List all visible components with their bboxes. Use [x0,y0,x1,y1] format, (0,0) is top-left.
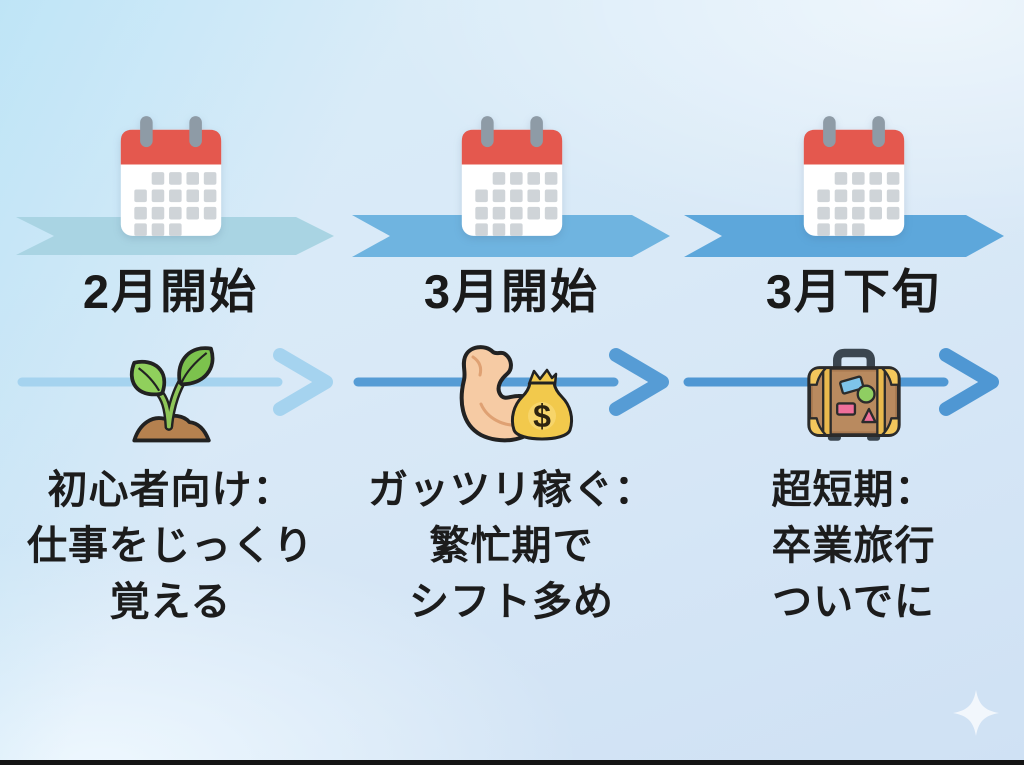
calendar-icon [798,114,910,240]
calendar-icon [456,114,568,240]
suitcase-icon [798,342,910,448]
banner-arrow-shape [684,215,1004,257]
description-2-line-1: ガッツリ稼ぐ： [368,468,655,512]
timeline-band-2 [352,215,670,257]
money-bag-icon: $ [510,368,573,441]
description-3: 超短期： 卒業旅行 ついでに [683,462,1024,630]
period-label-3: 3月下旬 [765,265,942,318]
timeline-column-3: 3月下旬 超短期： 卒業旅行 ついで [683,0,1024,765]
banner-arrow-shape [352,215,670,257]
period-label-2: 3月開始 [423,265,600,318]
description-2-line-3: シフト多め [409,580,614,624]
timeline-column-2: 3月開始 $ ガッツリ稼ぐ： 繁忙期で シフト多め [341,0,682,765]
description-3-line-1: 超短期： [771,468,936,512]
description-1-line-1: 初心者向け： [47,468,294,512]
timeline-column-1: 2月開始 初心者向け： 仕事をじっくり 覚える [0,0,341,765]
timeline-band-3 [684,215,1004,257]
description-1: 初心者向け： 仕事をじっくり 覚える [0,462,341,630]
description-2: ガッツリ稼ぐ： 繁忙期で シフト多め [341,462,682,630]
sparkle-icon [953,690,999,736]
svg-text:$: $ [533,398,551,434]
bicep-moneybag-icon: $ [449,342,575,448]
description-1-line-3: 覚える [109,580,232,624]
description-2-line-2: 繁忙期で [429,524,594,568]
calendar-icon [115,114,227,240]
description-3-line-3: ついでに [772,580,935,624]
sprout-icon [117,340,225,448]
banner-arrow-shape [16,217,334,255]
description-3-line-2: 卒業旅行 [771,524,936,568]
period-label-1: 2月開始 [82,265,259,318]
bottom-border-bar [0,760,1024,765]
description-1-line-2: 仕事をじっくり [27,524,314,568]
timeline-band-1 [16,217,334,255]
